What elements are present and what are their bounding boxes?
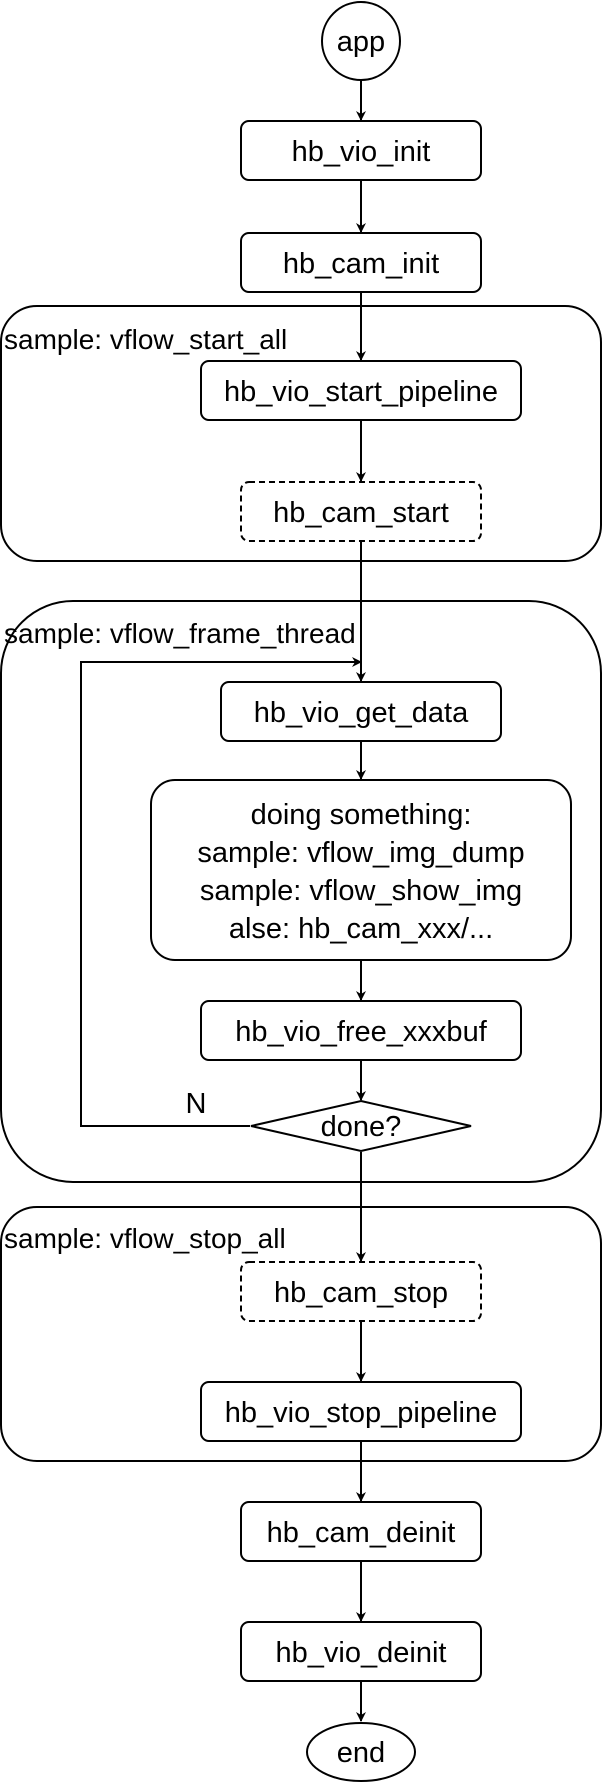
node-vio-start-pipeline bbox=[200, 360, 522, 421]
node-vio-free-xxxbuf-label: hb_vio_free_xxxbuf bbox=[235, 1016, 487, 1048]
node-vio-start-pipeline-label: hb_vio_start_pipeline bbox=[224, 376, 498, 408]
group-frame-thread-label: sample: vflow_frame_thread bbox=[4, 618, 356, 649]
group-stop-all-label: sample: vflow_stop_all bbox=[4, 1223, 286, 1254]
node-doing-something-line-2: sample: vflow_img_dump bbox=[197, 837, 524, 869]
node-app-label: app bbox=[337, 26, 385, 58]
node-vio-stop-pipeline bbox=[200, 1381, 522, 1442]
node-cam-start bbox=[240, 481, 482, 542]
node-cam-deinit-label: hb_cam_deinit bbox=[267, 1517, 456, 1549]
node-vio-stop-pipeline-label: hb_vio_stop_pipeline bbox=[225, 1397, 498, 1429]
node-vio-deinit bbox=[240, 1621, 482, 1682]
node-cam-stop bbox=[240, 1261, 482, 1322]
node-app bbox=[321, 1, 401, 81]
node-vio-init bbox=[240, 120, 482, 181]
group-start-all-label: sample: vflow_start_all bbox=[4, 324, 287, 355]
node-doing-something-line-4: alse: hb_cam_xxx/... bbox=[229, 913, 493, 945]
node-vio-init-label: hb_vio_init bbox=[292, 136, 431, 168]
node-done-decision bbox=[250, 1099, 472, 1153]
node-vio-free-xxxbuf bbox=[200, 1000, 522, 1061]
node-cam-init bbox=[240, 232, 482, 293]
node-cam-stop-label: hb_cam_stop bbox=[274, 1277, 448, 1309]
node-vio-get-data-label: hb_vio_get_data bbox=[254, 697, 469, 729]
node-cam-init-label: hb_cam_init bbox=[283, 248, 439, 280]
node-cam-start-label: hb_cam_start bbox=[273, 497, 449, 529]
node-done-label: done? bbox=[321, 1111, 402, 1143]
edge-loop-back bbox=[80, 657, 362, 1127]
node-end-label: end bbox=[337, 1737, 385, 1769]
node-doing-something-line-3: sample: vflow_show_img bbox=[200, 875, 522, 907]
node-vio-get-data bbox=[220, 681, 502, 742]
node-end bbox=[306, 1722, 416, 1782]
loop-edge-label: N bbox=[186, 1088, 207, 1120]
node-vio-deinit-label: hb_vio_deinit bbox=[276, 1637, 447, 1669]
node-doing-something bbox=[150, 779, 572, 961]
node-doing-something-line-1: doing something: bbox=[251, 799, 472, 831]
node-cam-deinit bbox=[240, 1501, 482, 1562]
